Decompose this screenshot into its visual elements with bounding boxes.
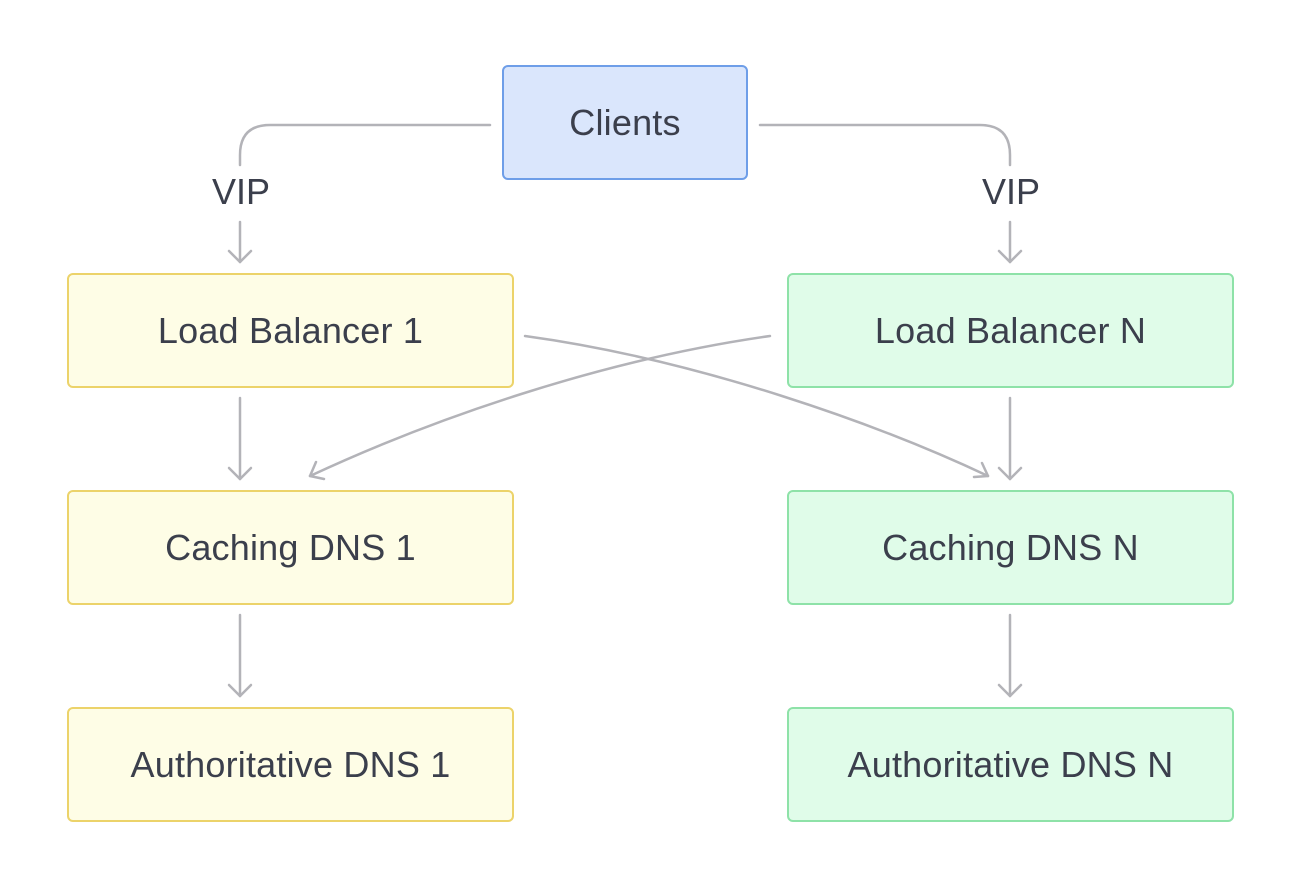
node-clients: Clients bbox=[502, 65, 748, 180]
arrowhead-lb1 bbox=[227, 249, 253, 264]
arrowhead-cross-left bbox=[308, 460, 326, 481]
edge-lbn-to-cache1 bbox=[308, 334, 772, 478]
node-caching-dns-n-label: Caching DNS N bbox=[882, 526, 1139, 568]
arrowhead-auth1 bbox=[227, 683, 253, 698]
vip-label-left: VIP bbox=[211, 171, 271, 212]
node-clients-label: Clients bbox=[569, 101, 681, 143]
arrowhead-cache1 bbox=[227, 466, 253, 481]
node-authoritative-dns-1-label: Authoritative DNS 1 bbox=[130, 743, 451, 785]
arrowhead-cachen bbox=[997, 466, 1023, 481]
arrowhead-lbn bbox=[997, 249, 1023, 264]
arrowhead-cross-right bbox=[972, 461, 990, 479]
node-caching-dns-1: Caching DNS 1 bbox=[67, 490, 514, 605]
node-load-balancer-1: Load Balancer 1 bbox=[67, 273, 514, 388]
edge-clients-to-lb1 bbox=[238, 123, 492, 264]
node-load-balancer-n-label: Load Balancer N bbox=[874, 309, 1147, 351]
vip-label-right: VIP bbox=[981, 171, 1041, 212]
node-load-balancer-1-label: Load Balancer 1 bbox=[157, 309, 424, 351]
node-authoritative-dns-n-label: Authoritative DNS N bbox=[847, 743, 1174, 785]
node-load-balancer-n: Load Balancer N bbox=[787, 273, 1234, 388]
node-authoritative-dns-1: Authoritative DNS 1 bbox=[67, 707, 514, 822]
node-caching-dns-1-label: Caching DNS 1 bbox=[165, 526, 416, 568]
node-caching-dns-n: Caching DNS N bbox=[787, 490, 1234, 605]
arrowhead-authn bbox=[997, 683, 1023, 698]
edge-clients-to-lbn bbox=[758, 123, 1012, 264]
node-authoritative-dns-n: Authoritative DNS N bbox=[787, 707, 1234, 822]
edge-lb1-to-cachen bbox=[523, 334, 990, 478]
